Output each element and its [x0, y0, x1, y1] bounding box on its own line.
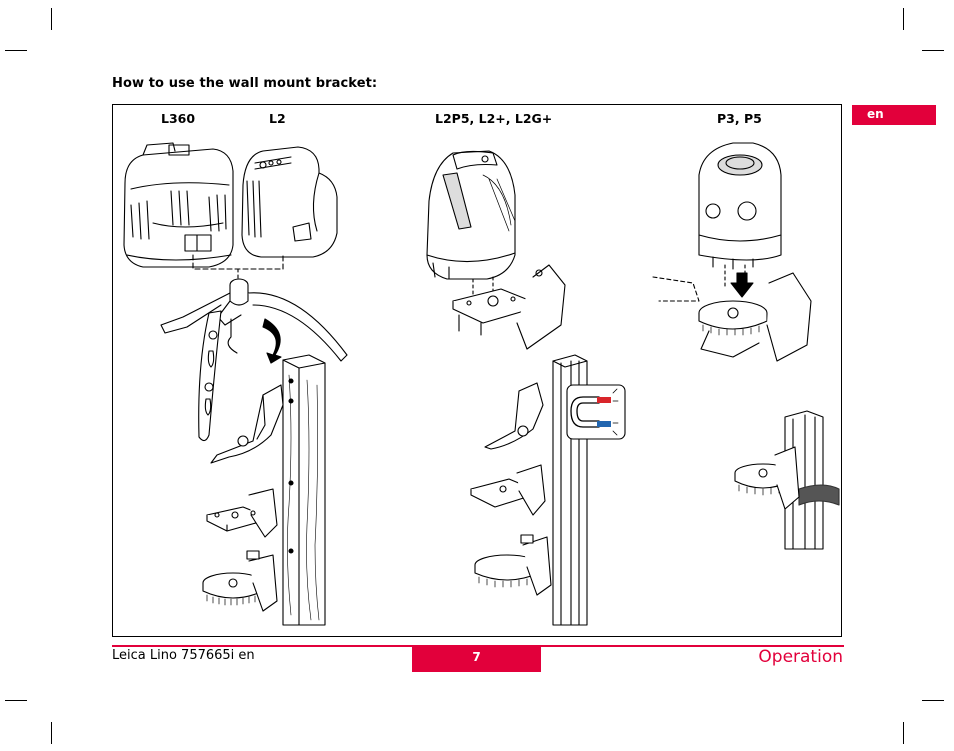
illustration-frame: L360 L2 L2P5, L2+, L2G+ P3, P5 [112, 104, 842, 637]
bracket-square-plate-2 [452, 264, 566, 350]
push-down-arrow-icon [730, 272, 754, 298]
magnet-icon [566, 384, 626, 440]
footer-section: Operation [758, 647, 843, 667]
l2p5-device [426, 150, 516, 280]
crop-mark [5, 700, 27, 701]
steel-rail-strap [734, 410, 840, 550]
bracket-round-dial-1 [202, 550, 278, 612]
section-heading: How to use the wall mount bracket: [112, 76, 378, 91]
language-tab[interactable]: en [852, 105, 936, 125]
model-label-l2: L2 [269, 111, 286, 126]
model-label-p3p5: P3, P5 [717, 111, 762, 126]
bracket-square-plate-1 [206, 488, 278, 538]
model-label-l360: L360 [161, 111, 196, 126]
l2-device [241, 146, 338, 258]
l360-device [123, 142, 234, 268]
crop-mark [5, 50, 27, 51]
crop-mark [51, 8, 52, 30]
crop-mark [51, 722, 52, 744]
rotate-arrow-icon [262, 318, 282, 364]
wall-mount-illustration [123, 142, 840, 626]
crop-mark [903, 8, 904, 30]
hinge-bracket [160, 278, 348, 442]
model-label-l2p5: L2P5, L2+, L2G+ [435, 111, 553, 126]
footer-product: Leica Lino 757665i en [112, 648, 255, 663]
wooden-post [282, 354, 326, 626]
crop-mark [922, 50, 944, 51]
crop-mark [922, 700, 944, 701]
crop-mark [903, 722, 904, 744]
page-number: 7 [412, 645, 541, 672]
bracket-round-dial-2 [652, 272, 812, 362]
p3p5-device [698, 142, 782, 270]
